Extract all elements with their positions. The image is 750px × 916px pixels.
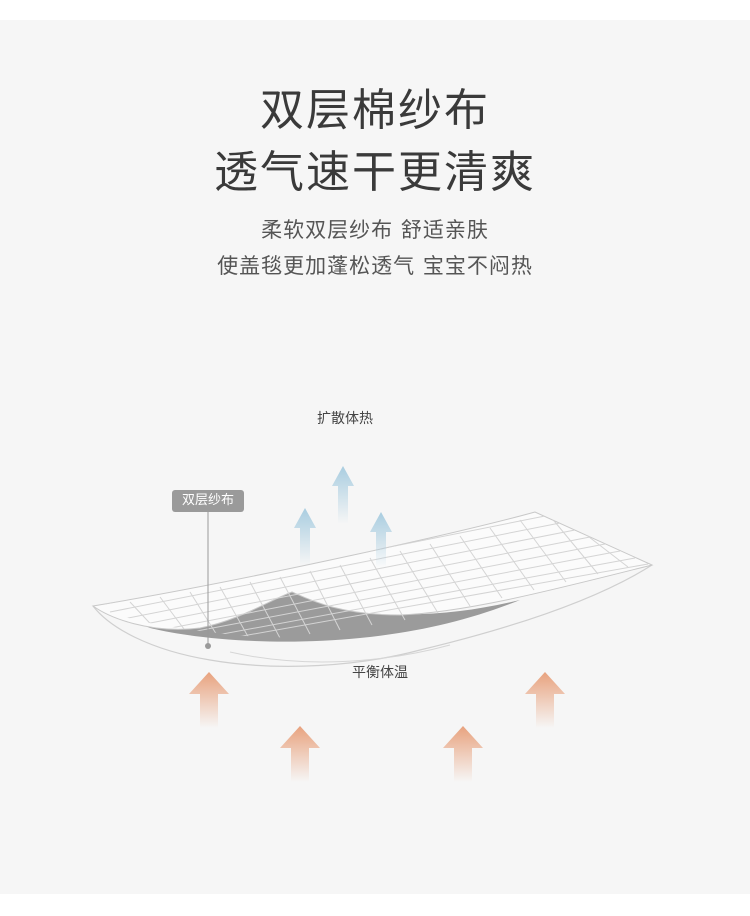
warm-arrow-right <box>525 672 565 728</box>
fabric-inner-layer <box>120 591 520 642</box>
headline-line-2: 透气速干更清爽 <box>214 147 536 198</box>
headline-line-1: 双层棉纱布 <box>260 85 490 136</box>
warm-arrow-bottom-left <box>280 726 320 782</box>
cool-arrow-center <box>332 466 354 524</box>
subtitle-line-2: 使盖毯更加蓬松透气 宝宝不闷热 <box>217 254 533 278</box>
subtitle-line-1: 柔软双层纱布 舒适亲肤 <box>261 218 489 242</box>
fabric-under-outline <box>92 564 653 667</box>
fabric-under-outline-2 <box>229 644 451 663</box>
fabric-grid <box>104 515 649 638</box>
fabric-top-sheet <box>91 511 654 630</box>
diffuse-heat-label: 扩散体热 <box>317 411 373 427</box>
fabric-tag: 双层纱布 <box>172 490 244 512</box>
cool-arrow-right <box>370 512 392 568</box>
fabric-tag-dot <box>205 643 211 649</box>
cool-arrow-left <box>294 508 316 566</box>
warm-arrow-bottom-right <box>443 726 483 782</box>
balance-temperature-label: 平衡体温 <box>352 665 408 681</box>
content-panel <box>0 20 750 894</box>
warm-arrow-left <box>189 672 229 728</box>
